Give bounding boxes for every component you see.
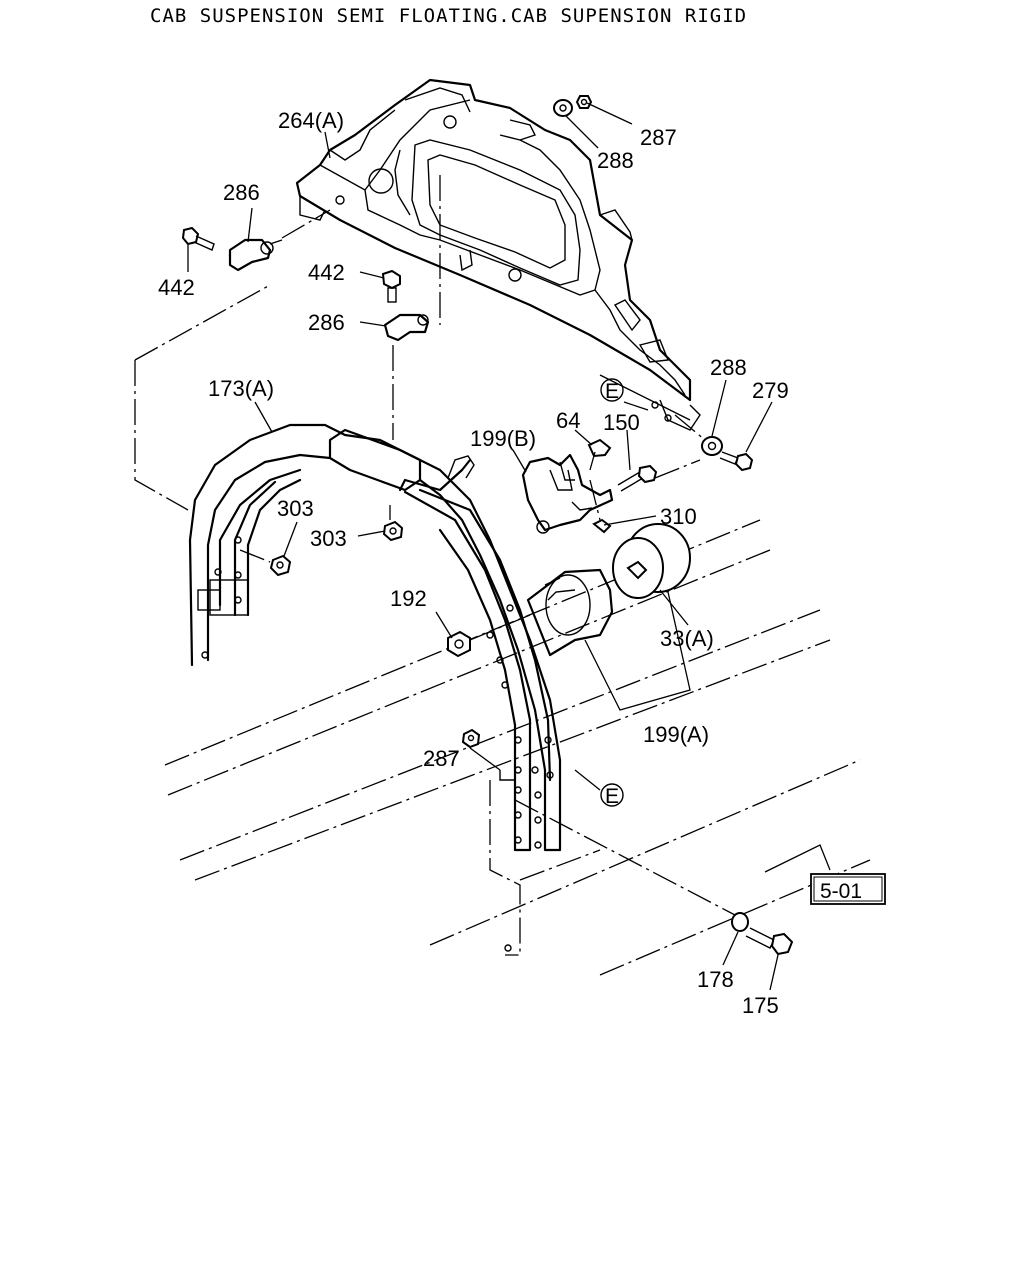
label-199b: 199(B) — [470, 426, 536, 451]
svg-text:E: E — [605, 380, 619, 403]
label-288-right: 288 — [710, 355, 747, 380]
label-175: 175 — [742, 993, 779, 1018]
label-442-center: 442 — [308, 260, 345, 285]
stopper-bracket-199b — [521, 453, 614, 534]
label-442-left: 442 — [158, 275, 195, 300]
collar-199a — [526, 568, 614, 657]
label-288-top: 288 — [597, 148, 634, 173]
label-199a: 199(A) — [643, 722, 709, 747]
connector-lines — [134, 175, 736, 916]
cab-bracket-264 — [295, 78, 701, 431]
washer-288-top — [553, 99, 573, 117]
label-286-center: 286 — [308, 310, 345, 335]
label-303-upper: 303 — [277, 496, 314, 521]
label-173a: 173(A) — [208, 376, 274, 401]
washer-178 — [731, 912, 749, 932]
bolt-175 — [745, 927, 794, 956]
label-310: 310 — [660, 504, 697, 529]
nut-287-top — [575, 95, 593, 109]
diagram-title: CAB SUSPENSION SEMI FLOATING.CAB SUPENSI… — [150, 5, 747, 27]
label-287-top: 287 — [640, 125, 677, 150]
part-310 — [592, 518, 612, 534]
label-192: 192 — [390, 586, 427, 611]
label-287-lower: 287 — [423, 746, 460, 771]
arch-173 — [188, 423, 562, 852]
label-178: 178 — [697, 967, 734, 992]
bracket-286-left — [228, 238, 283, 272]
nut-192 — [447, 630, 471, 658]
bolt-150 — [617, 464, 658, 492]
svg-text:E: E — [605, 785, 619, 808]
frame-rails — [164, 519, 871, 976]
label-64: 64 — [556, 408, 580, 433]
bolt-442-center — [381, 269, 401, 303]
callout-labels: 264(A) 287 288 286 442 442 286 173(A) 28… — [158, 108, 789, 1018]
bracket-286-center — [383, 313, 430, 342]
section-ref-box[interactable]: 5-01 — [810, 873, 886, 905]
label-279: 279 — [752, 378, 789, 403]
leader-lines — [187, 102, 834, 991]
label-264a: 264(A) — [278, 108, 344, 133]
bolt-279 — [719, 451, 754, 472]
part-64 — [587, 438, 612, 458]
rubber-mount-33a — [612, 523, 691, 599]
lower-bracket-outline — [489, 780, 521, 956]
nut-303-left — [269, 554, 292, 577]
label-303-lower: 303 — [310, 526, 347, 551]
label-33a: 33(A) — [660, 626, 714, 651]
label-286-left: 286 — [223, 180, 260, 205]
label-150: 150 — [603, 410, 640, 435]
nut-287-lower — [461, 728, 481, 749]
marker-e-top: E — [600, 378, 624, 403]
bolt-442-left — [181, 226, 215, 251]
washer-288-right — [701, 436, 723, 456]
nut-303-center — [382, 520, 404, 542]
section-ref-label: 5-01 — [820, 880, 862, 903]
marker-e-bottom: E — [600, 783, 624, 808]
